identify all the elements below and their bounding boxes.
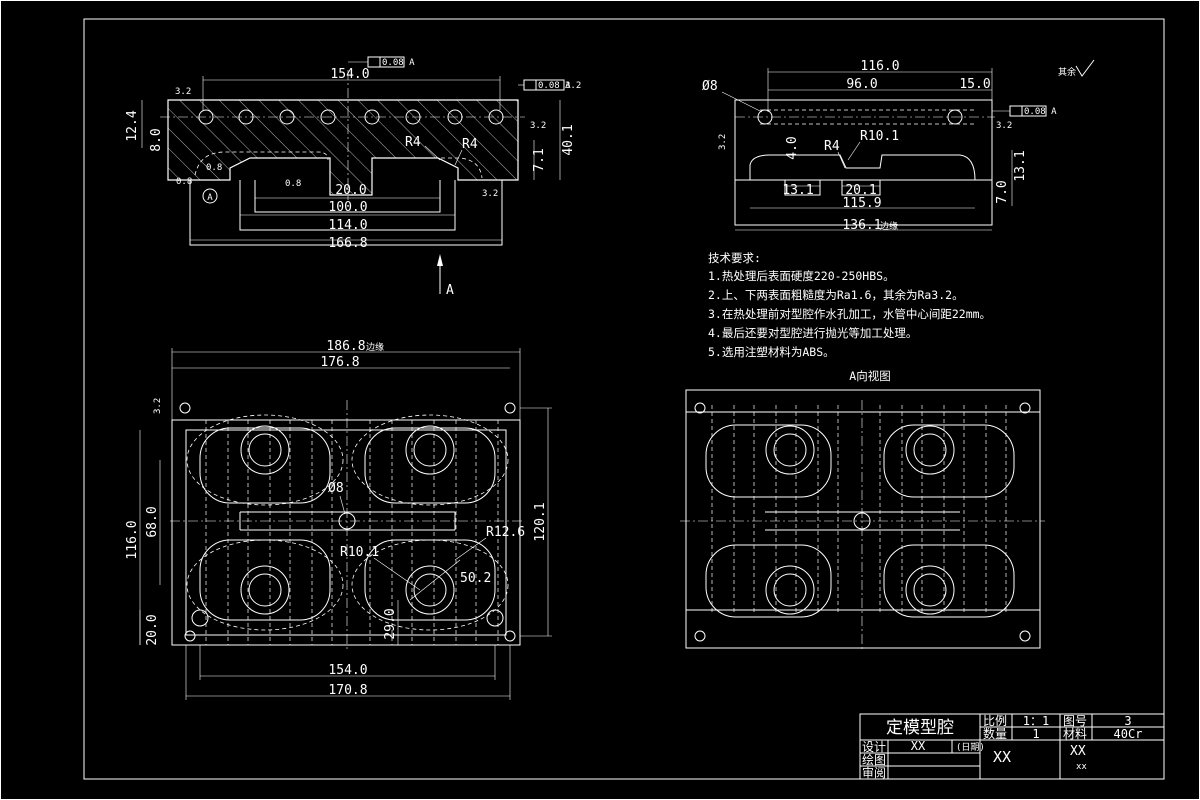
dim-154: 154.0 <box>330 67 369 82</box>
r4-left: R4 <box>405 135 421 150</box>
quantity-label: 数量 <box>983 726 1007 741</box>
plan-dim-68: 68.0 <box>145 506 160 537</box>
dim-7-1: 7.1 <box>532 148 547 171</box>
side-rough-a: 3.2 <box>718 134 728 150</box>
plan-dim-20: 20.0 <box>145 614 160 645</box>
a-view-title: A向视图 <box>849 369 890 383</box>
plan-dim-120-1: 120.1 <box>533 502 548 541</box>
side-r4: R4 <box>824 139 840 154</box>
school: XX <box>1070 744 1086 759</box>
title-block: 定模型腔 比例 1：1 图号 3 数量 1 材料 40Cr 设计 XX (日期)… <box>859 713 1165 780</box>
tech-item-5: 5.选用注塑材料为ABS。 <box>708 345 835 359</box>
rough-3-2c: 3.2 <box>482 189 498 199</box>
plan-r10-1: R10.1 <box>340 545 379 560</box>
rest-roughness: 其余 <box>1058 66 1076 78</box>
design-value: XX <box>911 739 926 753</box>
dim-15: 15.0 <box>959 77 990 92</box>
view-arrow-head <box>437 254 443 266</box>
dim-100: 100.0 <box>328 200 367 215</box>
side-tolerance: 0.08 A <box>1024 107 1057 117</box>
scale-value: 1：1 <box>1023 714 1049 728</box>
scale-label: 比例 <box>983 714 1007 728</box>
dim-20: 20.0 <box>335 183 366 198</box>
inner-frame <box>83 18 1165 780</box>
tol-parallel: 0.08 A <box>538 81 571 91</box>
quantity-value: 1 <box>1032 727 1039 741</box>
draw-label: 绘图 <box>862 752 886 767</box>
tech-item-2: 2.上、下两表面粗糙度为Ra1.6，其余为Ra3.2。 <box>708 288 964 302</box>
material-label: 材料 <box>1063 727 1087 741</box>
rough-3-2b: 3.2 <box>530 121 546 131</box>
dim-40-1: 40.1 <box>561 124 576 155</box>
rough-0-8a: 0.8 <box>206 163 222 173</box>
company: XX <box>993 748 1011 766</box>
dim-166-8: 166.8 <box>328 236 367 251</box>
side-dim-13-1b: 13.1 <box>1013 150 1028 181</box>
side-rough-b: 3.2 <box>996 121 1012 131</box>
technical-requirements: 技术要求: 1.热处理后表面硬度220-250HBS。 2.上、下两表面粗糙度为… <box>708 251 991 359</box>
dim-12-4: 12.4 <box>125 110 140 141</box>
tech-item-3: 3.在热处理前对型腔作水孔加工，水管中心间距22mm。 <box>708 307 991 321</box>
part-name: 定模型腔 <box>886 718 954 738</box>
plan-dim-170-8: 170.8 <box>328 683 367 698</box>
dim-96: 96.0 <box>846 77 877 92</box>
plan-r12-6: R12.6 <box>486 525 525 540</box>
section-view: 154.0 0.08 A 0.08 A 12.4 8.0 3.2 40.1 7.… <box>125 56 581 298</box>
plan-rough: 3.2 <box>153 398 163 414</box>
drawing-no-label: 图号 <box>1063 714 1087 728</box>
rough-3-2: 3.2 <box>175 87 191 97</box>
dim-114: 114.0 <box>328 218 367 233</box>
roughness-symbol <box>1075 59 1095 77</box>
rough-3-2d: 3.2 <box>565 81 581 91</box>
drawing-no-value: 3 <box>1124 714 1131 728</box>
plan-dim-29: 29.0 <box>383 608 398 639</box>
plan-dim-154: 154.0 <box>328 663 367 678</box>
material-value: 40Cr <box>1114 727 1143 741</box>
side-dim-115-9: 115.9 <box>842 196 881 211</box>
plan-dim-50-2: 50.2 <box>460 571 491 586</box>
tol-flatness: 0.08 A <box>382 58 415 68</box>
side-dim-13-1a: 13.1 <box>782 183 813 198</box>
view-arrow-label: A <box>446 283 454 298</box>
side-view: 0.08 A 116.0 96.0 15.0 Ø8 R10.1 R4 4.0 1… <box>702 59 1095 233</box>
plan-cavities <box>186 414 509 631</box>
review-label: 审阅 <box>862 765 886 780</box>
design-label: 设计 <box>862 740 886 754</box>
side-r10-1: R10.1 <box>860 129 899 144</box>
side-dia-8: Ø8 <box>702 79 718 94</box>
dim-116: 116.0 <box>860 59 899 74</box>
plan-dim-186-8-tag: 边缘 <box>366 341 384 353</box>
side-dim-7: 7.0 <box>995 180 1010 203</box>
dim-8: 8.0 <box>149 128 164 151</box>
side-dim-136-1: 136.1 <box>842 218 881 233</box>
tech-item-1: 1.热处理后表面硬度220-250HBS。 <box>708 269 895 283</box>
plan-dia-8: Ø8 <box>328 481 344 496</box>
plan-view: 186.8 边缘 176.8 116.0 68.0 20.0 3.2 120.1… <box>125 339 552 700</box>
side-dim-4: 4.0 <box>785 136 800 159</box>
side-dim-136-1-tag: 边缘 <box>880 220 898 232</box>
datum-label: A <box>207 193 213 203</box>
school-sub: xx <box>1076 762 1087 772</box>
tech-item-4: 4.最后还要对型腔进行抛光等加工处理。 <box>708 326 917 340</box>
plan-dim-176-8: 176.8 <box>320 355 359 370</box>
side-dim-20-1: 20.1 <box>845 183 876 198</box>
rough-0-8c: 0.8 <box>176 177 192 187</box>
datum-circle <box>202 188 218 204</box>
plan-dim-116: 116.0 <box>125 520 140 559</box>
plan-dim-186-8: 186.8 <box>326 339 365 354</box>
rough-0-8b: 0.8 <box>285 179 301 189</box>
r4-right: R4 <box>462 137 478 152</box>
tech-title: 技术要求: <box>708 251 761 265</box>
date-label: (日期) <box>956 742 985 753</box>
a-direction-view: A向视图 <box>680 369 1045 650</box>
